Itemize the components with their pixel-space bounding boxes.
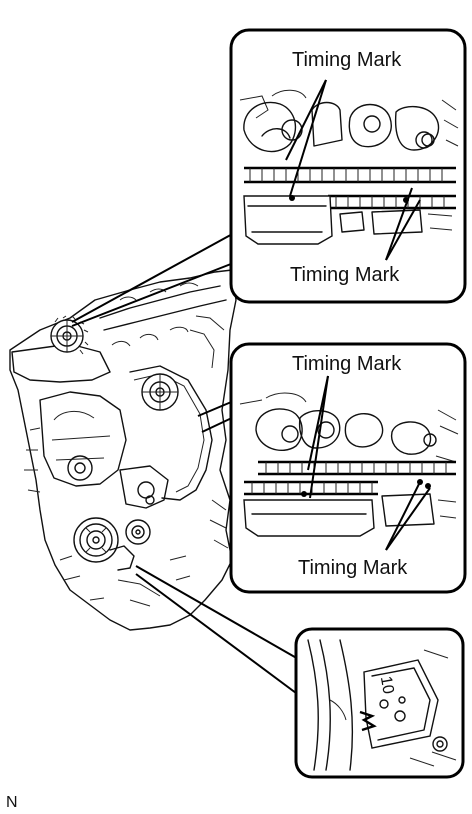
top-callout: Timing Mark Timing Mark (71, 28, 467, 327)
top-callout-camshaft-sketch (239, 89, 459, 245)
bottom-callout: 10 (135, 565, 465, 779)
top-callout-upper-label: Timing Mark (292, 49, 402, 71)
engine-illustration (9, 269, 237, 631)
top-callout-lower-label: Timing Mark (290, 264, 400, 286)
figure-code: N (6, 794, 18, 811)
middle-callout-upper-label: Timing Mark (292, 353, 402, 375)
crank-timing-mark-number: 10 (377, 675, 397, 696)
middle-callout-camshaft-sketch (239, 392, 459, 537)
bottom-callout-crank-mark-sketch (307, 639, 457, 771)
middle-callout: Timing Mark Timing Mark (197, 342, 467, 594)
middle-callout-lower-label: Timing Mark (298, 557, 408, 579)
